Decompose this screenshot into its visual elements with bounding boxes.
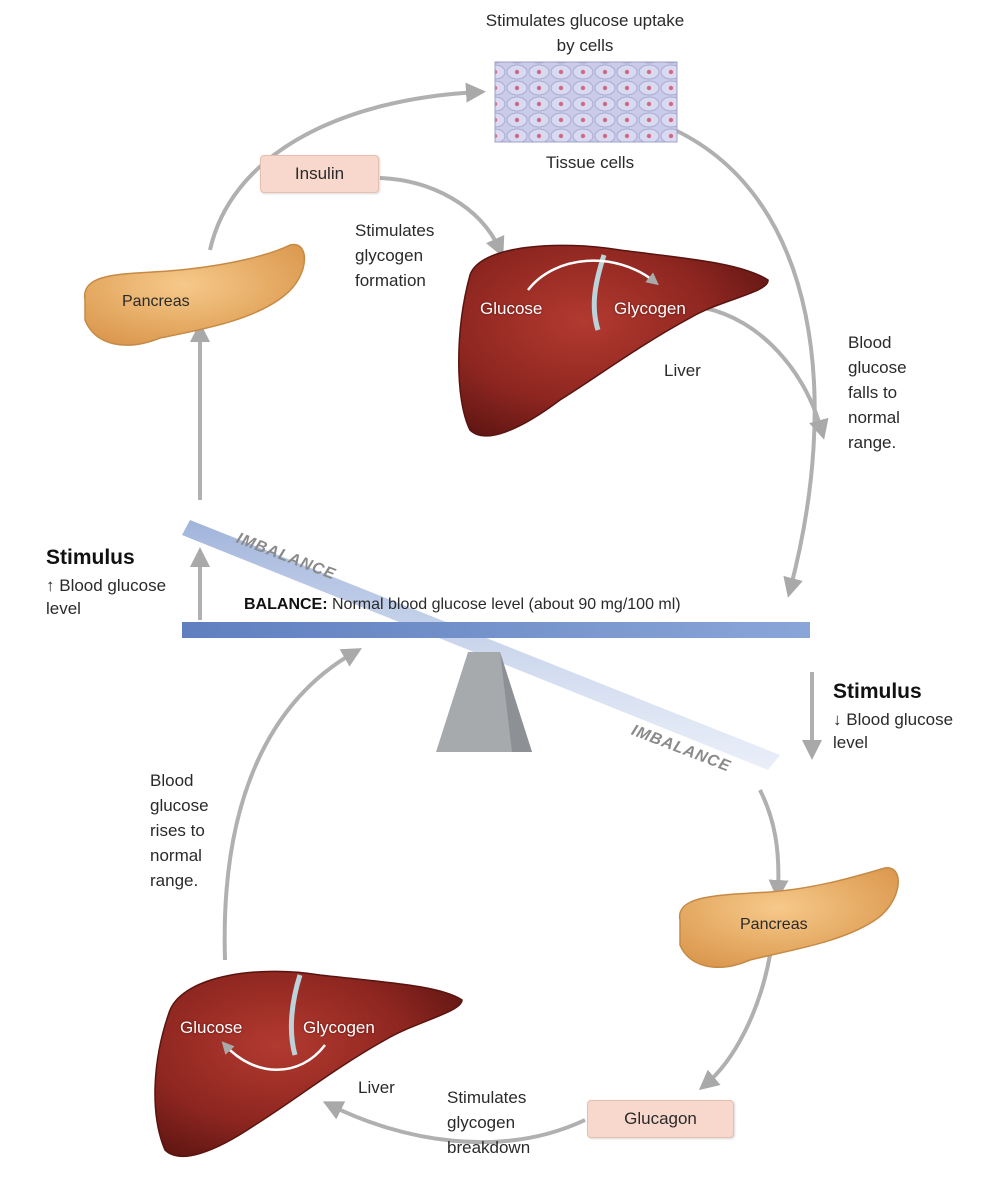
tissue-cells-image: [494, 61, 678, 143]
tissue-cells-label: Tissue cells: [545, 153, 635, 172]
balance-line: BALANCE: Normal blood glucose level (abo…: [244, 596, 681, 614]
arrow-down-icon: ↓: [833, 710, 842, 729]
balance-beam: [182, 622, 810, 638]
balance-word: BALANCE:: [244, 596, 328, 613]
stimulus-up-title: Stimulus: [46, 546, 135, 569]
tissue-uptake-caption: Stimulates glucose uptake by cells: [485, 11, 685, 55]
pancreas-bottom-label: Pancreas: [740, 916, 808, 933]
arrow-liver-to-right: [704, 306, 829, 440]
imbalance-beam: [182, 520, 780, 770]
glucagon-hormone-box: Glucagon: [587, 1100, 734, 1138]
glucose-rises-caption: Blood glucose rises to normal range.: [150, 771, 209, 890]
arrow-up-icon: ↑: [46, 576, 55, 595]
arrow-pancreas-to-glucagon: [698, 954, 772, 1091]
stimulus-down-text: ↓ Blood glucose level: [833, 708, 963, 754]
glucose-falls-caption: Blood glucose falls to normal range.: [848, 333, 907, 452]
arrow-liver-to-balance: [222, 648, 362, 961]
liver-top-glycogen-label: Glycogen: [614, 299, 686, 318]
stimulus-up-text: ↑ Blood glucose level: [46, 574, 186, 620]
liver-bottom-image: [154, 970, 463, 1158]
glycogen-formation-caption: Stimulates glycogen formation: [355, 221, 435, 290]
liver-top-label: Liver: [664, 361, 701, 380]
arrow-tissue-to-balance: [674, 128, 817, 598]
arrow-to-pancreas-bottom: [758, 789, 789, 900]
liver-top-image: [458, 244, 769, 437]
insulin-hormone-box: Insulin: [260, 155, 379, 193]
pancreas-top-label: Pancreas: [122, 293, 190, 310]
arrow-insulin-to-liver: [379, 176, 505, 258]
glycogen-breakdown-caption: Stimulates glycogen breakdown: [447, 1088, 531, 1157]
cycle-arrows: [190, 82, 829, 1145]
balance-description: Normal blood glucose level (about 90 mg/…: [332, 596, 681, 613]
seesaw: [182, 520, 810, 770]
pancreas-bottom-image: [679, 867, 899, 968]
arrow-glucagon-to-liver: [322, 1101, 586, 1145]
pancreas-top-image: [84, 243, 306, 346]
liver-bottom-glycogen-label: Glycogen: [303, 1018, 375, 1037]
liver-top-glucose-label: Glucose: [480, 299, 543, 318]
stimulus-up-description: Blood glucose level: [46, 576, 167, 618]
stimulus-down-description: Blood glucose level: [833, 710, 954, 752]
liver-bottom-label: Liver: [358, 1078, 395, 1097]
liver-bottom-glucose-label: Glucose: [180, 1018, 243, 1037]
stimulus-down-title: Stimulus: [833, 680, 922, 703]
arrow-to-tissue: [208, 82, 486, 251]
